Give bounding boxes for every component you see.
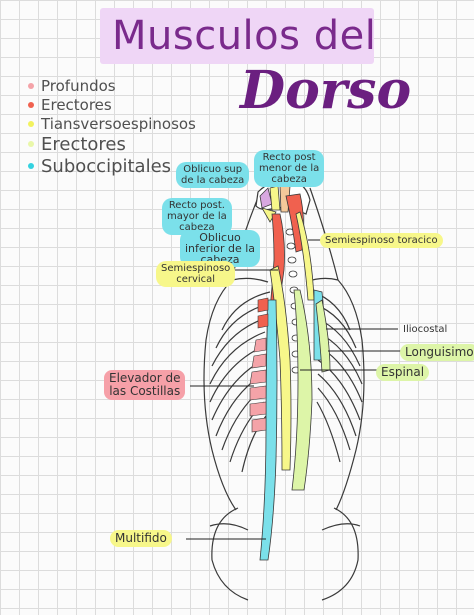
label-recto-post-menor: Recto post menor de la cabeza — [254, 150, 325, 187]
legend-label: Profundos — [41, 76, 116, 95]
legend-item-suboccipitales: Suboccipitales — [28, 155, 196, 177]
legend-item-erectores: Erectores — [28, 95, 196, 114]
label-oblicuo-inferior: Oblicuo inferior de la cabeza — [180, 230, 261, 267]
legend-item-profundos: Profundos — [28, 76, 196, 95]
label-multifido: Multifido — [110, 530, 172, 547]
page-subtitle: Dorso — [240, 60, 412, 121]
legend-label: Tiansversoespinosos — [41, 114, 196, 133]
label-semiespinoso-toracico: Semiespinoso toracico — [320, 233, 443, 248]
label-espinal: Espinal — [376, 364, 430, 381]
legend: Profundos Erectores Tiansversoespinosos … — [28, 76, 196, 177]
legend-item-erectores-2: Erectores — [28, 133, 196, 155]
label-elevador-costillas: Elevador de las Costillas — [104, 370, 186, 400]
label-longuisimo: Longuisimo — [400, 344, 474, 361]
legend-label: Erectores — [41, 95, 112, 114]
legend-label: Erectores — [41, 133, 126, 155]
legend-dot — [28, 82, 34, 89]
label-recto-post-mayor: Recto post. mayor de la cabeza — [162, 198, 232, 235]
legend-dot — [28, 141, 34, 147]
label-semiespinoso-cervical: Semiespinoso cervical — [156, 261, 236, 287]
legend-label: Suboccipitales — [41, 155, 172, 177]
legend-dot — [28, 163, 34, 169]
label-iliocostal: Iliocostal — [403, 324, 448, 335]
legend-dot — [28, 101, 34, 108]
legend-dot — [28, 120, 34, 127]
legend-item-transversoespinosos: Tiansversoespinosos — [28, 114, 196, 133]
title-highlight — [100, 8, 374, 64]
page-title: Musculos del — [112, 13, 377, 59]
label-oblicuo-sup: Oblicuo sup de la cabeza — [176, 162, 250, 188]
